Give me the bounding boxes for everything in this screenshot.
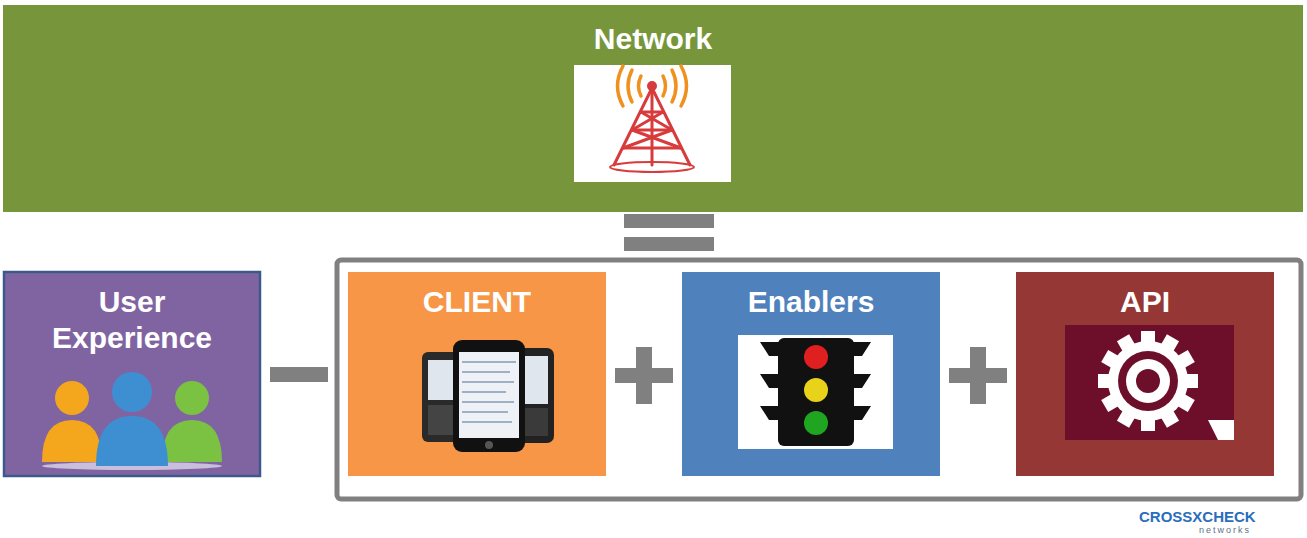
box-title: Network — [353, 21, 953, 57]
minus-sign — [270, 367, 328, 382]
ux-panel — [4, 272, 260, 476]
network-band — [3, 5, 1303, 212]
tower-icon — [574, 65, 731, 182]
client-panel — [348, 272, 606, 476]
people-icon — [42, 372, 222, 470]
box-title: API — [1025, 284, 1265, 320]
enablers-box: Enablers — [682, 272, 940, 476]
box-title: CLIENT — [357, 284, 597, 320]
equals-sign — [624, 214, 714, 228]
plus-sign — [615, 347, 673, 404]
logo-text: CROSSXCHECK — [1139, 508, 1256, 525]
box-title: Enablers — [691, 284, 931, 320]
box-title: User Experience — [32, 284, 232, 356]
equals-sign — [624, 237, 714, 251]
ux-box: User Experience — [4, 272, 260, 476]
network-band: Network — [3, 5, 1303, 212]
api-box: API — [1016, 272, 1274, 476]
client-box: CLIENT — [348, 272, 606, 476]
api-panel — [1016, 272, 1274, 476]
phones-icon — [422, 340, 554, 452]
plus-sign — [949, 347, 1007, 404]
group-bracket — [337, 260, 1301, 499]
logo-subtext: networks — [1199, 525, 1251, 536]
gear-icon — [1065, 325, 1234, 440]
enablers-panel — [682, 272, 940, 476]
traffic-light-icon — [738, 335, 893, 449]
